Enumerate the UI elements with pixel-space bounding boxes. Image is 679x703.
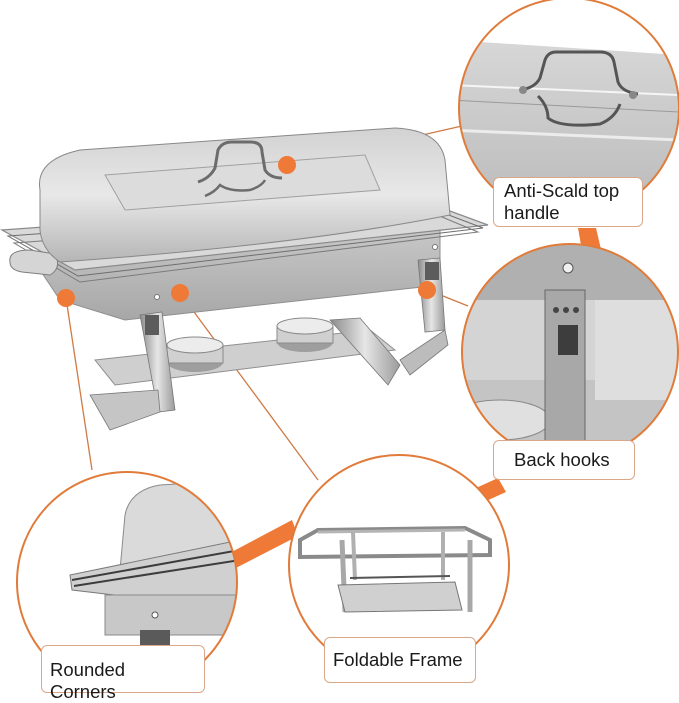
callout-label-frame: Foldable Frame	[324, 637, 476, 683]
chafing-dish-main	[0, 127, 489, 431]
callout-label-handle-line1: Anti-Scald top	[504, 180, 620, 201]
zoom-circle-hooks	[461, 243, 679, 461]
callout-label-hooks: Back hooks	[493, 440, 635, 480]
hotspot-dots	[57, 156, 436, 307]
zoom-circle-corners	[16, 471, 238, 693]
callout-label-corners: Rounded Corners	[41, 645, 205, 702]
callout-label-handle: Anti-Scald top handle	[493, 177, 643, 227]
hotspot-hooks	[418, 281, 436, 299]
callout-label-frame-text: Foldable Frame	[333, 649, 463, 670]
callout-label-handle-line2: handle	[504, 202, 560, 223]
callout-label-hooks-text: Back hooks	[514, 449, 610, 470]
hotspot-frame	[171, 284, 189, 302]
hotspot-corners	[57, 289, 75, 307]
hotspot-handle	[278, 156, 296, 174]
